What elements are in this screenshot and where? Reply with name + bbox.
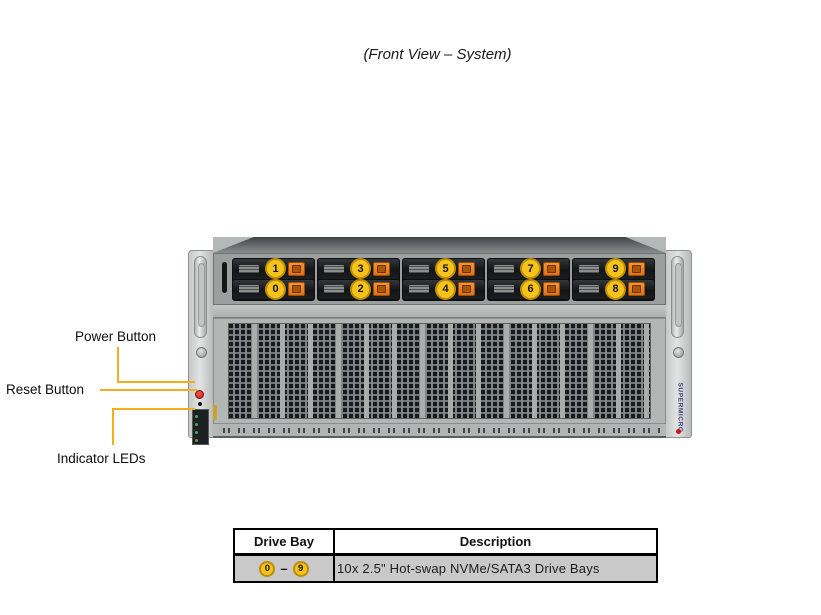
table-header-description: Description [334, 529, 657, 556]
drive-latch-icon [458, 282, 475, 297]
grille-frame [213, 318, 666, 424]
drive-tray: 4 [403, 278, 484, 300]
drive-label-sticker [239, 285, 259, 294]
drive-label-sticker [409, 264, 429, 273]
power-button [195, 390, 204, 399]
bay-number-badge: 6 [520, 278, 541, 300]
status-led-icon [195, 431, 198, 434]
chassis-body: 1 0 3 [213, 237, 666, 438]
drive-tray: 6 [488, 278, 569, 300]
drive-tray: 9 [573, 258, 654, 280]
gold-contact-strip [213, 405, 217, 420]
drive-label-sticker [494, 264, 514, 273]
bay-number-badge: 4 [435, 278, 456, 300]
power-button-callout-line [117, 347, 119, 383]
drive-tray: 1 [233, 258, 314, 280]
drive-bay-grid: 1 0 3 [232, 258, 655, 301]
drive-latch-icon [288, 261, 305, 276]
drive-latch-icon [373, 261, 390, 276]
server-front-view: SUPERMICRO 1 0 [188, 237, 692, 445]
right-rack-ear: SUPERMICRO [665, 250, 692, 438]
drive-latch-icon [628, 282, 645, 297]
bay-number-badge: 7 [520, 258, 541, 280]
drive-latch-icon [543, 261, 560, 276]
left-rack-handle [194, 256, 207, 338]
drive-bay-table: Drive Bay Description 0 – 9 10x 2.5" Hot… [233, 528, 658, 583]
chassis-divider-strip [213, 305, 666, 318]
drive-bay-column: 9 8 [572, 258, 655, 301]
drive-latch-icon [373, 282, 390, 297]
drive-latch-icon [628, 261, 645, 276]
status-led-icon [195, 439, 198, 442]
drive-latch-icon [288, 282, 305, 297]
drive-label-sticker [324, 285, 344, 294]
drive-label-sticker [494, 285, 514, 294]
table-header-row: Drive Bay Description [234, 529, 657, 556]
drive-bay-panel: 1 0 3 [213, 253, 666, 305]
drive-bay-column: 7 6 [487, 258, 570, 301]
power-button-callout-line [117, 381, 195, 383]
left-thumbscrew-icon [196, 347, 207, 358]
bay-range-end-badge: 9 [292, 560, 309, 577]
drive-tray: 0 [233, 278, 314, 300]
drive-bay-column: 3 2 [317, 258, 400, 301]
supermicro-logo-dot-icon [676, 429, 681, 434]
drive-label-sticker [324, 264, 344, 273]
drive-label-sticker [579, 264, 599, 273]
status-led-icon [195, 415, 198, 418]
bay-description: 10x 2.5" Hot-swap NVMe/SATA3 Drive Bays [334, 554, 657, 582]
ventilation-grille [228, 323, 651, 419]
supermicro-logo: SUPERMICRO [676, 382, 684, 433]
reset-button-label: Reset Button [6, 382, 85, 397]
indicator-leds-label: Indicator LEDs [57, 451, 146, 466]
indicator-leds-callout-line [112, 408, 195, 410]
power-button-label: Power Button [75, 329, 157, 344]
indicator-leds-callout-line [112, 408, 114, 445]
bay-number-badge: 5 [435, 258, 456, 280]
bay-number-badge: 2 [350, 278, 371, 300]
indicator-led-panel [192, 409, 209, 445]
drive-bay-column: 1 0 [232, 258, 315, 301]
status-led-icon [195, 423, 198, 426]
drive-tray: 3 [318, 258, 399, 280]
drive-tray: 8 [573, 278, 654, 300]
drive-latch-icon [543, 282, 560, 297]
drive-tray: 7 [488, 258, 569, 280]
right-rack-handle [671, 256, 684, 338]
bay-number-badge: 3 [350, 258, 371, 280]
bay-number-badge: 9 [605, 258, 626, 280]
drive-label-sticker [409, 285, 429, 294]
bay-range-start-badge: 0 [259, 560, 276, 577]
drive-tray: 2 [318, 278, 399, 300]
drive-bay-column: 5 4 [402, 258, 485, 301]
table-data-row: 0 – 9 10x 2.5" Hot-swap NVMe/SATA3 Drive… [234, 554, 657, 582]
left-rack-ear [188, 250, 214, 445]
drive-label-sticker [579, 285, 599, 294]
right-thumbscrew-icon [673, 347, 684, 358]
panel-slot [222, 262, 227, 293]
bay-number-badge: 0 [265, 278, 286, 300]
reset-button-callout-line [100, 389, 197, 391]
figure-title: (Front View – System) [363, 46, 512, 63]
bay-range-cell: 0 – 9 [234, 554, 335, 582]
bay-range-separator: – [280, 561, 288, 576]
drive-label-sticker [239, 264, 259, 273]
drive-tray: 5 [403, 258, 484, 280]
table-header-drive-bay: Drive Bay [234, 529, 335, 556]
bottom-clip-row [219, 424, 660, 436]
drive-latch-icon [458, 261, 475, 276]
reset-button [198, 402, 202, 406]
chassis-top-face [213, 237, 666, 253]
bay-number-badge: 1 [265, 258, 286, 280]
bay-number-badge: 8 [605, 278, 626, 300]
